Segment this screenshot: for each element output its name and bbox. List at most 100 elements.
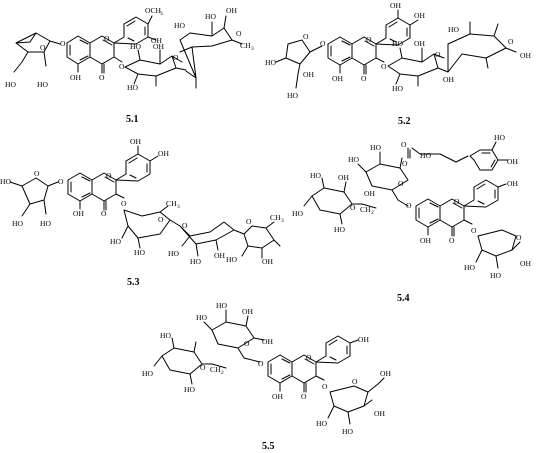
flavone-core: [66, 15, 157, 74]
atom-label: O: [119, 62, 125, 71]
atom-label: OH: [443, 75, 454, 84]
atom-label: OH: [520, 259, 531, 268]
atom-label: O: [361, 74, 367, 83]
atom-label: O: [402, 159, 408, 168]
atom-label: OH: [507, 157, 518, 166]
atom-label: 2: [221, 370, 224, 376]
apiose-ring: [327, 377, 385, 425]
atom-label: OH: [130, 137, 141, 146]
atom-label: O: [454, 197, 460, 206]
atom-label: HO: [0, 177, 11, 186]
apiose-ring: [13, 32, 61, 73]
atom-label: HO: [370, 143, 381, 152]
atom-label: HO: [134, 248, 145, 257]
atom-label: OH: [242, 307, 253, 316]
atom-label: HO: [392, 39, 403, 48]
atom-label: HO: [160, 331, 171, 340]
atom-label: O: [244, 339, 250, 348]
atom-label: OH: [214, 251, 225, 260]
atom-label: OH: [507, 179, 518, 188]
structure-label: 5.3: [127, 277, 140, 288]
atom-label: OH: [414, 11, 425, 20]
atom-label: O: [40, 43, 46, 52]
atom-label: O: [352, 377, 358, 386]
atom-label: CH: [270, 213, 281, 222]
terminal-sugar-ring: [153, 337, 261, 385]
atom-label: OH: [262, 337, 273, 346]
atom-label: HO: [110, 237, 121, 246]
atom-label: HO: [12, 219, 23, 228]
atom-label: HO: [494, 133, 505, 142]
rhamnose-ring-2: [179, 221, 245, 257]
atom-label: OH: [420, 236, 431, 245]
atom-label: HO: [348, 155, 359, 164]
atom-label: OH: [374, 409, 385, 418]
atom-label: O: [401, 140, 407, 149]
atom-label: OH: [332, 74, 343, 83]
atom-label: HO: [130, 42, 141, 51]
atom-label: HO: [196, 313, 207, 322]
atom-label: OH: [70, 73, 81, 82]
atom-label: O: [258, 359, 264, 368]
atom-label: O: [471, 226, 477, 235]
flavone-core: [267, 335, 359, 393]
atom-label: 3: [251, 46, 254, 52]
atom-label: HO: [334, 225, 345, 234]
atom-label: OH: [520, 51, 531, 60]
atom-label: HO: [216, 301, 227, 310]
structure-5-3: O HO HO HO O O OH OH OH O O CH 3 O HO HO: [0, 137, 284, 288]
atom-label: HO: [292, 209, 303, 218]
atom-label: HO: [464, 263, 475, 272]
atom-label: HO: [448, 25, 459, 34]
atom-label: HO: [287, 91, 298, 100]
atom-label: HO: [490, 271, 501, 280]
caffeoyl-group: [407, 141, 509, 171]
atom-label: O: [406, 201, 412, 210]
flavone-core: [67, 145, 159, 211]
structure-5-1: HO HO O O O OCH 3 OH OH O O: [5, 6, 254, 125]
furanose-ring: [275, 39, 323, 89]
atom-label: O: [508, 37, 514, 46]
atom-label: 3: [281, 218, 284, 224]
structure-5-2: O HO OH HO O O OH OH OH O O HO HO OH O O…: [265, 1, 531, 127]
atom-label: HO: [226, 255, 237, 264]
atom-label: HO: [265, 58, 276, 67]
second-sugar-ring: [447, 21, 517, 73]
atom-label: OH: [153, 42, 164, 51]
apiose-ring: [475, 229, 521, 269]
atom-label: HO: [142, 369, 153, 378]
atom-label: HO: [205, 12, 216, 21]
atom-label: OH: [158, 149, 169, 158]
atom-label: HO: [174, 21, 185, 30]
atom-label: O: [366, 35, 372, 44]
atom-label: HO: [184, 385, 195, 394]
atom-label: O: [200, 363, 206, 372]
atom-label: 3: [177, 204, 180, 210]
atom-label: OH: [390, 1, 401, 10]
atom-label: O: [398, 179, 404, 188]
atom-label: O: [303, 32, 309, 41]
glucose-ring: [203, 309, 265, 359]
atom-label: HO: [190, 257, 201, 266]
atom-label: O: [306, 353, 312, 362]
atom-label: HO: [168, 249, 179, 258]
atom-label: O: [301, 392, 307, 401]
glucose-ring: [124, 49, 187, 87]
atom-label: HO: [420, 151, 431, 160]
atom-label: CH: [240, 41, 251, 50]
atom-label: O: [58, 177, 64, 186]
atom-label: HO: [40, 219, 51, 228]
atom-label: O: [246, 217, 252, 226]
atom-label: OCH: [145, 6, 162, 15]
atom-label: OH: [414, 39, 425, 48]
atom-label: OH: [151, 36, 162, 45]
atom-label: O: [106, 171, 112, 180]
glucose-ring: [357, 151, 409, 201]
atom-label: HO: [310, 171, 321, 180]
atom-label: O: [173, 53, 179, 62]
atom-label: CH: [360, 205, 371, 214]
atom-label: O: [516, 233, 522, 242]
rhamnose-ring-1: [121, 205, 181, 249]
